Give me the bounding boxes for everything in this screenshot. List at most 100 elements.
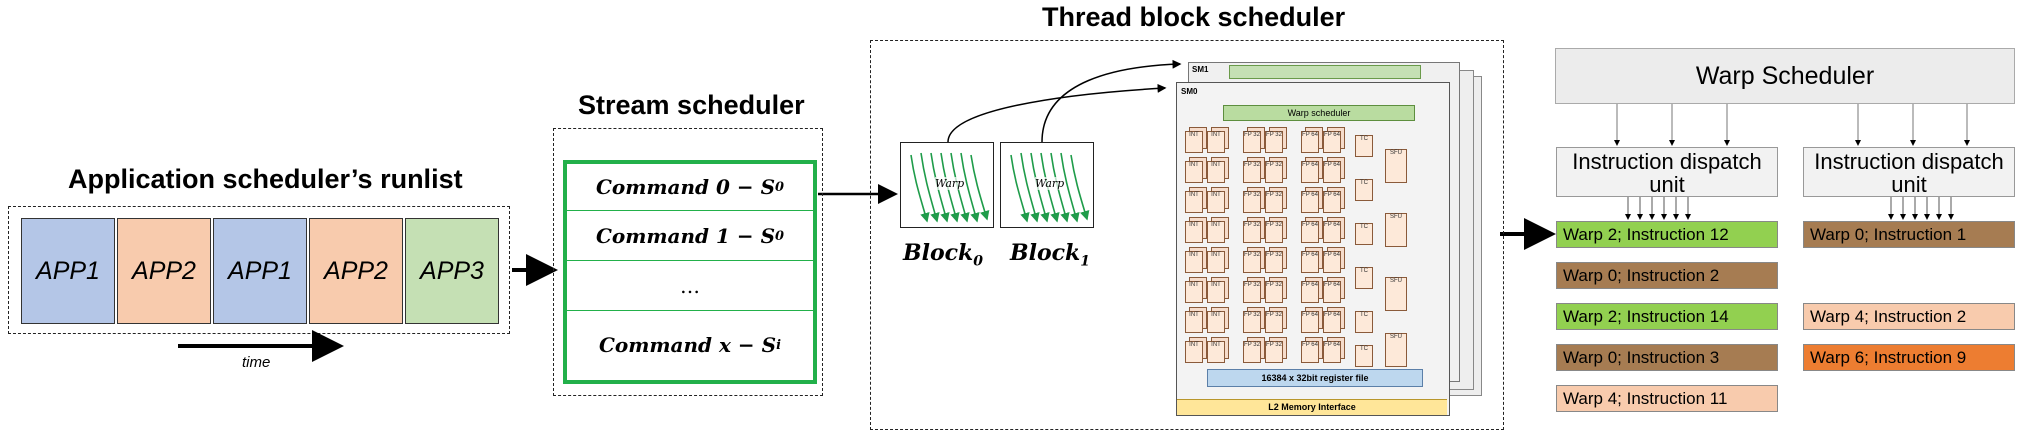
sm-sfu-unit: SFU (1385, 277, 1407, 311)
sm-int-unit: INT (1207, 281, 1225, 303)
sm-fp64-unit: FP 64 (1301, 281, 1319, 303)
sm1-label: SM1 (1192, 65, 1209, 74)
sm-int-unit: INT (1207, 341, 1225, 363)
stream-command-x-sub: i (776, 337, 782, 353)
sm-tc-unit: TC (1355, 135, 1373, 157)
sm-int-unit: INT (1207, 221, 1225, 243)
stream-divider-1 (567, 210, 813, 211)
sm-int-unit: INT (1207, 311, 1225, 333)
block-1-name: Block (1010, 240, 1081, 266)
sm-int-unit: INT (1185, 131, 1203, 153)
stream-command-x-text: Command x − S (598, 333, 777, 357)
warp-row-right-2: Warp 6; Instruction 9 (1803, 344, 2015, 371)
sm-fp64-unit: FP 64 (1301, 161, 1319, 183)
sm-fp32-unit: FP 32 (1265, 191, 1283, 213)
stream-command-1-sub: 0 (775, 228, 785, 244)
sm-fp32-unit: FP 32 (1265, 221, 1283, 243)
warp-scheduler-label: Warp Scheduler (1695, 61, 1875, 90)
dispatch-unit-left: Instruction dispatch unit (1556, 147, 1778, 197)
sm-fp64-unit: FP 64 (1301, 251, 1319, 273)
sm-fp64-unit: FP 64 (1301, 191, 1319, 213)
sm-fp64-unit: FP 64 (1301, 221, 1319, 243)
sm-fp32-unit: FP 32 (1243, 131, 1261, 153)
runlist-app-3: APP1 (213, 218, 307, 324)
sm-tc-unit: TC (1355, 345, 1373, 367)
sm-fp64-unit: FP 64 (1323, 341, 1341, 363)
sm-fp32-unit: FP 32 (1243, 341, 1261, 363)
sm-fp64-unit: FP 64 (1301, 131, 1319, 153)
sm-int-unit: INT (1185, 281, 1203, 303)
runlist-app-5: APP3 (405, 218, 499, 324)
stream-command-ellipsis: … (567, 262, 813, 310)
sm-tc-unit: TC (1355, 179, 1373, 201)
sm-fp32-unit: FP 32 (1243, 191, 1261, 213)
dispatch-unit-right: Instruction dispatch unit (1803, 147, 2015, 197)
sm-fp64-unit: FP 64 (1301, 311, 1319, 333)
thread-block-frame (870, 40, 1504, 430)
sm0-label: SM0 (1181, 87, 1198, 96)
sm-fp32-unit: FP 32 (1265, 161, 1283, 183)
sm-fp32-unit: FP 32 (1243, 221, 1261, 243)
sm-fp64-unit: FP 64 (1323, 221, 1341, 243)
sm-int-unit: INT (1185, 311, 1203, 333)
sm-fp32-unit: FP 32 (1265, 131, 1283, 153)
sm-fp32-unit: FP 32 (1243, 251, 1261, 273)
sm-tc-unit: TC (1355, 267, 1373, 289)
runlist-title: Application scheduler’s runlist (68, 164, 463, 194)
stream-command-box (563, 160, 817, 384)
block-0-name: Block (903, 240, 974, 266)
sm-fp64-unit: FP 64 (1323, 161, 1341, 183)
runlist-app-1: APP1 (21, 218, 115, 324)
sm-fp32-unit: FP 32 (1243, 311, 1261, 333)
sm-fp64-unit: FP 64 (1323, 251, 1341, 273)
sm-int-unit: INT (1207, 161, 1225, 183)
stream-divider-2 (567, 260, 813, 261)
sm-fp32-unit: FP 32 (1265, 341, 1283, 363)
stream-command-0-text: Command 0 − S (595, 175, 776, 199)
stream-title: Stream scheduler (578, 90, 805, 120)
sm-int-unit: INT (1185, 191, 1203, 213)
runlist-frame (8, 206, 510, 334)
warp-row-left-3: Warp 0; Instruction 3 (1556, 344, 1778, 371)
sm0-register-file: 16384 x 32bit register file (1207, 369, 1423, 387)
dispatch-unit-left-label: Instruction dispatch unit (1572, 149, 1762, 197)
sm-int-unit: INT (1185, 161, 1203, 183)
thread-block-title: Thread block scheduler (1042, 2, 1346, 32)
sm0-register-file-label: 16384 x 32bit register file (1261, 373, 1369, 383)
sm-fp32-unit: FP 32 (1265, 281, 1283, 303)
stream-command-ellipsis-text: … (680, 274, 700, 298)
warp-row-right-1: Warp 4; Instruction 2 (1803, 303, 2015, 330)
sm0-l2-interface: L2 Memory Interface (1177, 399, 1447, 415)
sm-sfu-unit: SFU (1385, 333, 1407, 367)
sm-sfu-unit: SFU (1385, 149, 1407, 183)
block-1-warp-label: Warp (1035, 177, 1065, 190)
block-1-label: Block1 (1010, 240, 1090, 269)
sm-int-unit: INT (1185, 221, 1203, 243)
block-1-box: Warp (1000, 142, 1094, 228)
block-0-box: Warp (900, 142, 994, 228)
sm-fp32-unit: FP 32 (1265, 311, 1283, 333)
sm-fp64-unit: FP 64 (1323, 191, 1341, 213)
sm-sfu-unit: SFU (1385, 213, 1407, 247)
block-0-sub: 0 (973, 253, 984, 270)
sm-int-unit: INT (1185, 251, 1203, 273)
sm-tc-unit: TC (1355, 223, 1373, 245)
sm0-warp-scheduler: Warp scheduler (1223, 105, 1415, 121)
block-0-warp-label: Warp (935, 177, 965, 190)
warp-row-left-0: Warp 2; Instruction 12 (1556, 221, 1778, 248)
sm-int-unit: INT (1207, 191, 1225, 213)
warp-row-left-1: Warp 0; Instruction 2 (1556, 262, 1778, 289)
block-1-sub: 1 (1080, 253, 1091, 270)
sm-fp32-unit: FP 32 (1243, 161, 1261, 183)
stream-divider-3 (567, 310, 813, 311)
time-label: time (242, 354, 271, 371)
warp-row-left-4: Warp 4; Instruction 11 (1556, 385, 1778, 412)
sm-fp32-unit: FP 32 (1265, 251, 1283, 273)
